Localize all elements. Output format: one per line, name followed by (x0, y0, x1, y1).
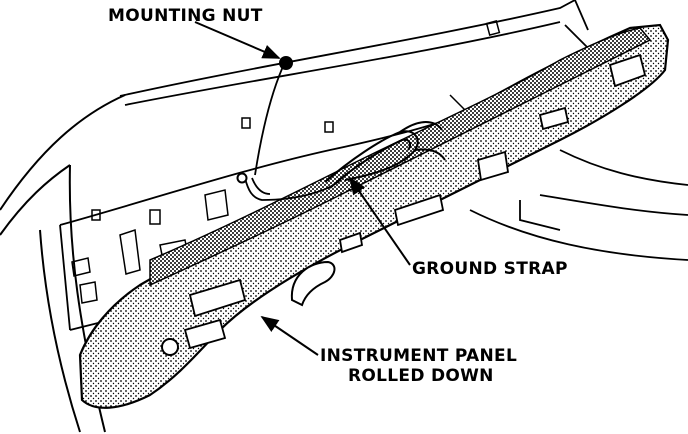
instrument-panel-label-line1: INSTRUMENT PANEL (320, 346, 518, 366)
instrument-panel-top (149, 27, 652, 287)
mounting-nut-label: MOUNTING NUT (108, 6, 263, 26)
wire-terminal-icon (236, 172, 248, 184)
ground-strap-arrow (348, 176, 411, 266)
mounting-nut-icon (279, 56, 293, 70)
ground-strap-label: GROUND STRAP (412, 259, 568, 279)
ground-strap (324, 121, 446, 189)
panel-openings (183, 53, 647, 350)
instrument-panel-arrow (260, 315, 319, 356)
ground-wire (244, 61, 341, 201)
floor-lines (469, 149, 688, 261)
instrument-panel-label: INSTRUMENT PANEL ROLLED DOWN (320, 346, 517, 386)
panel-knob (161, 338, 179, 356)
cowl-panel (59, 0, 601, 331)
a-pillar (0, 94, 126, 433)
cowl-details (71, 19, 501, 304)
steering-column-opening (290, 260, 336, 307)
leader-arrows (194, 21, 411, 356)
mounting-nut-arrow (194, 21, 281, 59)
instrument-panel-label-line2: ROLLED DOWN (348, 366, 494, 386)
